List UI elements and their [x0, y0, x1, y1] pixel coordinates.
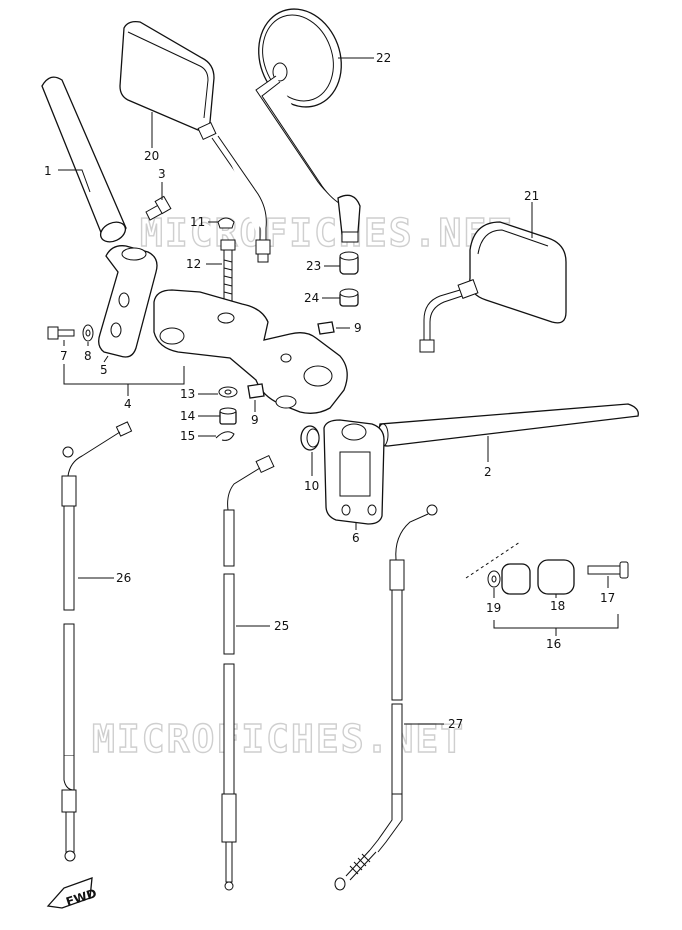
- part-15-clip: [215, 431, 235, 441]
- handlebar-bracket: [153, 289, 348, 414]
- callout-8: 8: [84, 349, 92, 363]
- callout-9-upper: 9: [354, 321, 362, 335]
- callout-labels: 1 20 22 3 11 12 23 24 9 21 7 8 5 4 13 9 …: [44, 51, 615, 731]
- callout-21: 21: [524, 189, 539, 203]
- part-25-cable: [221, 454, 275, 891]
- part-21-right-mirror: [419, 221, 567, 353]
- callout-14: 14: [180, 409, 195, 423]
- callout-27: 27: [448, 717, 463, 731]
- callout-11: 11: [190, 215, 205, 229]
- part-26-cable: [61, 421, 133, 862]
- part-9-cushion-lower: [247, 383, 265, 399]
- callout-12: 12: [186, 257, 201, 271]
- part-14-nut: [219, 407, 237, 425]
- part-12-bolt: [220, 239, 236, 307]
- fwd-arrow-icon: FWD: [46, 877, 98, 909]
- callout-9-lower: 9: [251, 413, 259, 427]
- callout-25: 25: [274, 619, 289, 633]
- callout-15: 15: [180, 429, 195, 443]
- part-19-washer: [487, 570, 501, 588]
- callout-24: 24: [304, 291, 319, 305]
- part-5-left-holder: [98, 245, 158, 358]
- callout-26: 26: [116, 571, 131, 585]
- part-27-cable: [334, 504, 438, 891]
- callout-3: 3: [158, 167, 166, 181]
- callout-7: 7: [60, 349, 68, 363]
- callout-10: 10: [304, 479, 319, 493]
- callout-6: 6: [352, 531, 360, 545]
- part-17-screw: [587, 561, 629, 579]
- leader-lines: [58, 57, 619, 725]
- dash-lead-16: [465, 541, 521, 579]
- part-20-left-mirror: [119, 20, 271, 263]
- part-8-washer: [82, 324, 94, 342]
- callout-23: 23: [306, 259, 321, 273]
- callout-2: 2: [484, 465, 492, 479]
- part-1-grip: [41, 76, 127, 243]
- part-11-cap: [217, 217, 235, 229]
- callout-19: 19: [486, 601, 501, 615]
- callout-18: 18: [550, 599, 565, 613]
- part-13-washer: [218, 386, 238, 398]
- watermark-top: MICROFICHES.NET: [140, 211, 513, 255]
- part-18-balancer: [537, 559, 575, 595]
- callout-1: 1: [44, 164, 52, 178]
- part-22-round-mirror: [255, 8, 361, 243]
- part-6-right-holder: [323, 419, 385, 525]
- part-16-balancer-a: [501, 563, 531, 595]
- callout-4: 4: [124, 397, 132, 411]
- callout-5: 5: [100, 363, 108, 377]
- part-7-bolt: [47, 326, 75, 340]
- part-3-bolt: [145, 195, 172, 221]
- callout-16: 16: [546, 637, 561, 651]
- part-24-spacer: [339, 288, 359, 307]
- callout-22: 22: [376, 51, 391, 65]
- part-23-nut: [339, 251, 359, 275]
- part-2-handlebar: [377, 403, 639, 447]
- callout-13: 13: [180, 387, 195, 401]
- part-9-cushion-upper: [317, 321, 335, 335]
- part-10-cap: [300, 425, 320, 451]
- callout-20: 20: [144, 149, 159, 163]
- callout-17: 17: [600, 591, 615, 605]
